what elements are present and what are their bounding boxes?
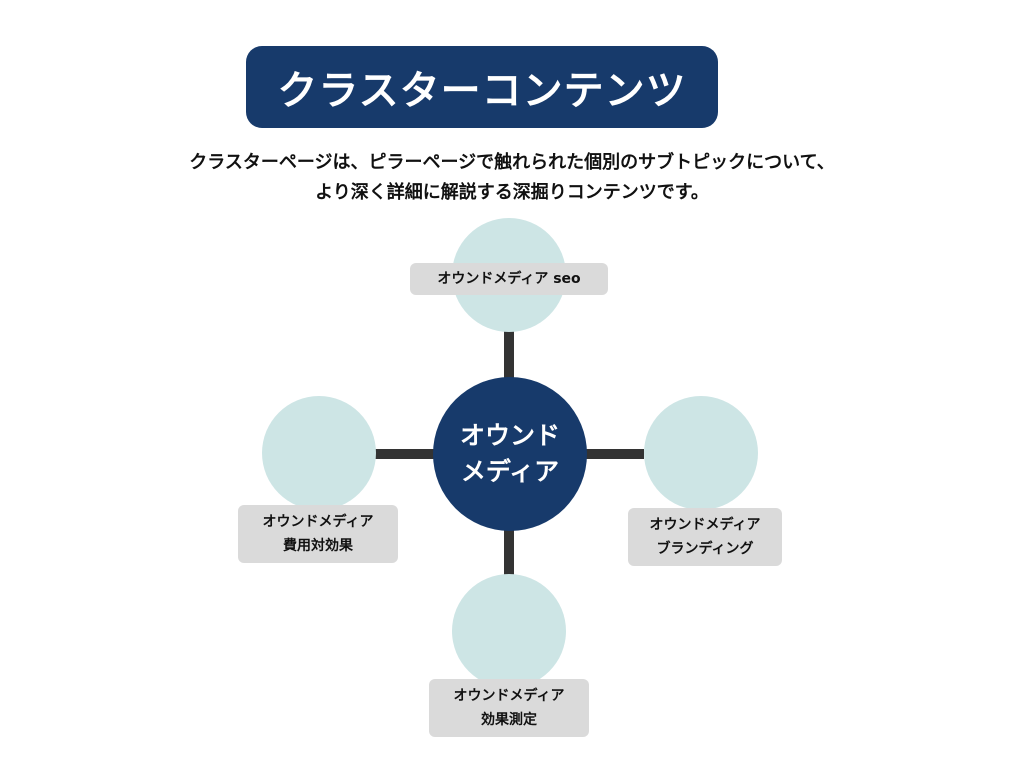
node-label-left-line-1: オウンドメディア	[262, 514, 374, 530]
node-label-bottom-line-2: 効果測定	[481, 712, 537, 728]
description-line-2: より深く詳細に解説する深掘りコンテンツです。	[315, 182, 709, 203]
connector-left	[374, 449, 434, 459]
connector-bottom	[504, 526, 514, 576]
satellite-circle-bottom	[452, 574, 566, 688]
page-title: クラスターコンテンツ	[277, 68, 687, 114]
satellite-circle-right	[644, 396, 758, 510]
center-node-line-2: メディア	[460, 457, 560, 486]
title-banner: クラスターコンテンツ	[246, 46, 718, 128]
node-label-left-line-2: 費用対効果	[283, 538, 353, 554]
description-line-1: クラスターページは、ピラーページで触れられた個別のサブトピックについて、	[189, 152, 835, 173]
center-node: オウンド メディア	[433, 377, 587, 531]
node-label-right-line-2: ブランディング	[656, 541, 754, 557]
node-label-right: オウンドメディア ブランディング	[628, 508, 782, 566]
node-label-top-line-1: オウンドメディア seo	[437, 271, 581, 287]
node-label-bottom: オウンドメディア 効果測定	[429, 679, 589, 737]
node-label-top: オウンドメディア seo	[410, 263, 608, 295]
connector-top	[504, 330, 514, 380]
center-node-line-1: オウンド	[459, 421, 560, 450]
node-label-left: オウンドメディア 費用対効果	[238, 505, 398, 563]
node-label-right-line-1: オウンドメディア	[649, 517, 761, 533]
connector-right	[582, 449, 644, 459]
node-label-bottom-line-1: オウンドメディア	[453, 688, 565, 704]
satellite-circle-left	[262, 396, 376, 510]
